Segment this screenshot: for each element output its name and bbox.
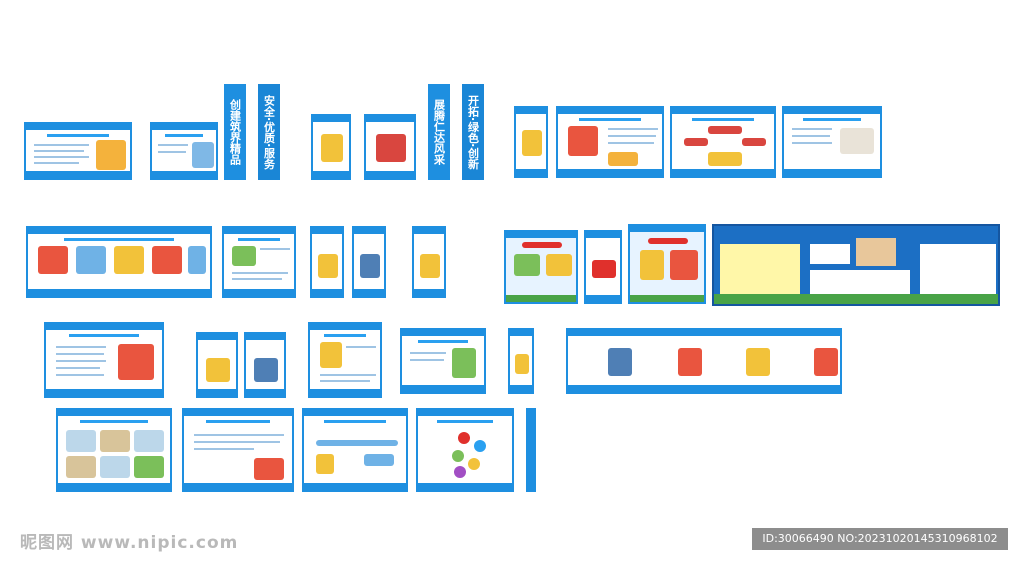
panel-board <box>514 106 548 178</box>
panel-board <box>310 226 344 298</box>
panel-board <box>508 328 534 394</box>
panel-board <box>628 224 706 304</box>
evaluation-board <box>712 224 1000 306</box>
vertical-strip <box>526 408 536 492</box>
panel-board <box>302 408 408 492</box>
watermark: 昵图网 www.nipic.com <box>20 533 239 553</box>
panel-board <box>308 322 382 398</box>
vertical-slogan: 安全·优质·服务 <box>258 84 280 180</box>
panel-board <box>416 408 514 492</box>
panel-board <box>412 226 446 298</box>
panel-board <box>782 106 882 178</box>
panel-board <box>352 226 386 298</box>
panel-board <box>196 332 238 398</box>
panel-board <box>222 226 296 298</box>
panel-board <box>566 328 842 394</box>
panel-board <box>504 230 578 304</box>
panel-board <box>26 226 212 298</box>
panel-board <box>556 106 664 178</box>
panel-board <box>150 122 218 180</box>
panel-board <box>44 322 164 398</box>
panel-board <box>670 106 776 178</box>
panel-board <box>584 230 622 304</box>
panel-board <box>311 114 351 180</box>
panel-board <box>364 114 416 180</box>
image-id-bar: ID:30066490 NO:20231020145310968102 <box>752 528 1008 550</box>
panel-board <box>400 328 486 394</box>
vertical-slogan: 展腾仁达风采 <box>428 84 450 180</box>
vertical-slogan: 开拓·绿色·创新 <box>462 84 484 180</box>
vertical-slogan: 创建筑界精品 <box>224 84 246 180</box>
panel-board <box>24 122 132 180</box>
panel-board <box>56 408 172 492</box>
panel-board <box>244 332 286 398</box>
panel-board <box>182 408 294 492</box>
